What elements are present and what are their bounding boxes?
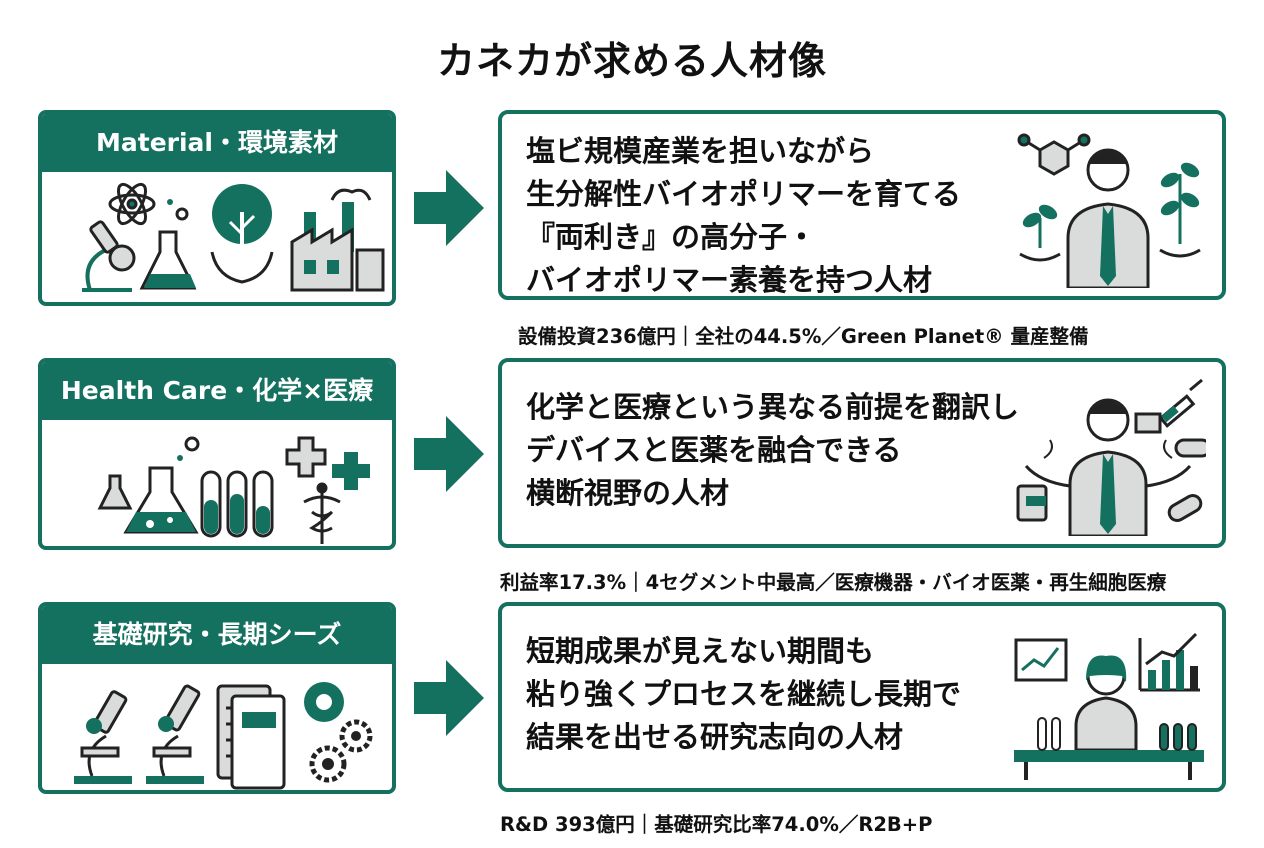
stat-note: R&D 393億円｜基礎研究比率74.0%／R2B+P: [500, 813, 933, 836]
category-label: Material・環境素材: [42, 114, 392, 172]
persona-card-research: 短期成果が見えない期間も 粘り強くプロセスを継続し長期で 結果を出せる研究志向の…: [498, 602, 1226, 792]
healthcare-icons: [42, 420, 392, 546]
page-title: カネカが求める人材像: [436, 39, 827, 83]
persona-card-healthcare: 化学と医療という異なる前提を翻訳し デバイスと医薬を融合できる 横断視野の人材: [498, 358, 1226, 548]
flask-icon: [123, 466, 199, 534]
small-flask-icon: [97, 474, 133, 510]
microscope-icon: [82, 220, 136, 292]
arrow-right-icon: [414, 416, 484, 492]
bubble-icon: [184, 436, 200, 452]
caduceus-icon: [303, 482, 341, 544]
persona-card-material: 塩ビ規模産業を担いながら 生分解性バイオポリマーを育てる 『両利き』の高分子・ …: [498, 110, 1226, 300]
material-icons: [42, 172, 392, 302]
bubble-icon: [177, 455, 183, 461]
category-card-healthcare: Health Care・化学×医療: [38, 358, 396, 550]
stat-note: 設備投資236億円｜全社の44.5%／Green Planet® 量産整備: [518, 325, 1089, 348]
microscope-icon: [74, 690, 132, 784]
persona-description: 短期成果が見えない期間も 粘り強くプロセスを継続し長期で 結果を出せる研究志向の…: [526, 634, 962, 754]
category-card-research: 基礎研究・長期シーズ: [38, 602, 396, 794]
medical-cross-icon: [285, 436, 327, 478]
arrow-right-icon: [414, 170, 484, 246]
gears-icon: [304, 682, 373, 783]
scientist-at-lab-bench-icon: [1014, 632, 1204, 780]
persona-description: 化学と医療という異なる前提を翻訳し デバイスと医薬を融合できる 横断視野の人材: [526, 390, 1020, 510]
category-label: Health Care・化学×医療: [42, 362, 392, 420]
tree-in-hands-icon: [210, 184, 274, 284]
doctor-with-devices-icon: [1016, 378, 1206, 536]
atom-icon: [108, 182, 156, 226]
stat-note: 利益率17.3%｜4セグメント中最高／医療機器・バイオ医薬・再生細胞医療: [500, 571, 1167, 594]
notebooks-icon: [216, 684, 286, 790]
medical-cross-icon: [332, 452, 370, 490]
factory-icon: [290, 188, 385, 292]
microscope-icon: [146, 684, 204, 784]
flask-icon: [139, 199, 197, 290]
arrow-right-icon: [414, 660, 484, 736]
persona-description: 塩ビ規模産業を担いながら 生分解性バイオポリマーを育てる 『両利き』の高分子・ …: [526, 134, 962, 297]
test-tubes-icon: [200, 470, 274, 538]
research-icons: [42, 664, 392, 790]
researcher-with-plants-icon: [1017, 133, 1201, 288]
category-label: 基礎研究・長期シーズ: [42, 606, 392, 664]
category-card-material: Material・環境素材: [38, 110, 396, 306]
